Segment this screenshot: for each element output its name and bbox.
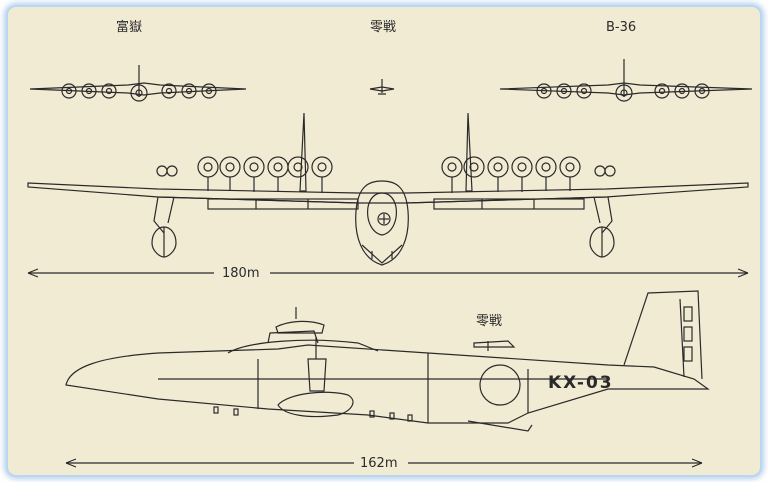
drawing-frame: 富嶽 零戦 B-36 180m 零戦 KX-03 162m bbox=[6, 5, 762, 477]
side-view bbox=[65, 290, 710, 432]
fugaku-silhouette bbox=[29, 65, 247, 102]
zerosen-top-label: 零戦 bbox=[370, 20, 397, 35]
length-label: 162m bbox=[360, 456, 398, 471]
length-dimension-line bbox=[65, 458, 703, 468]
span-dimension-line bbox=[27, 268, 749, 278]
registration-label: KX-03 bbox=[548, 373, 614, 393]
fugaku-label: 富嶽 bbox=[116, 20, 143, 35]
front-view bbox=[27, 112, 749, 266]
b36-silhouette bbox=[499, 59, 753, 102]
zerosen-side-label: 零戦 bbox=[476, 314, 503, 329]
zero-top-silhouette bbox=[369, 79, 395, 95]
aircraft-drawing bbox=[27, 59, 753, 468]
b36-label: B-36 bbox=[606, 20, 637, 35]
span-label: 180m bbox=[222, 266, 260, 281]
